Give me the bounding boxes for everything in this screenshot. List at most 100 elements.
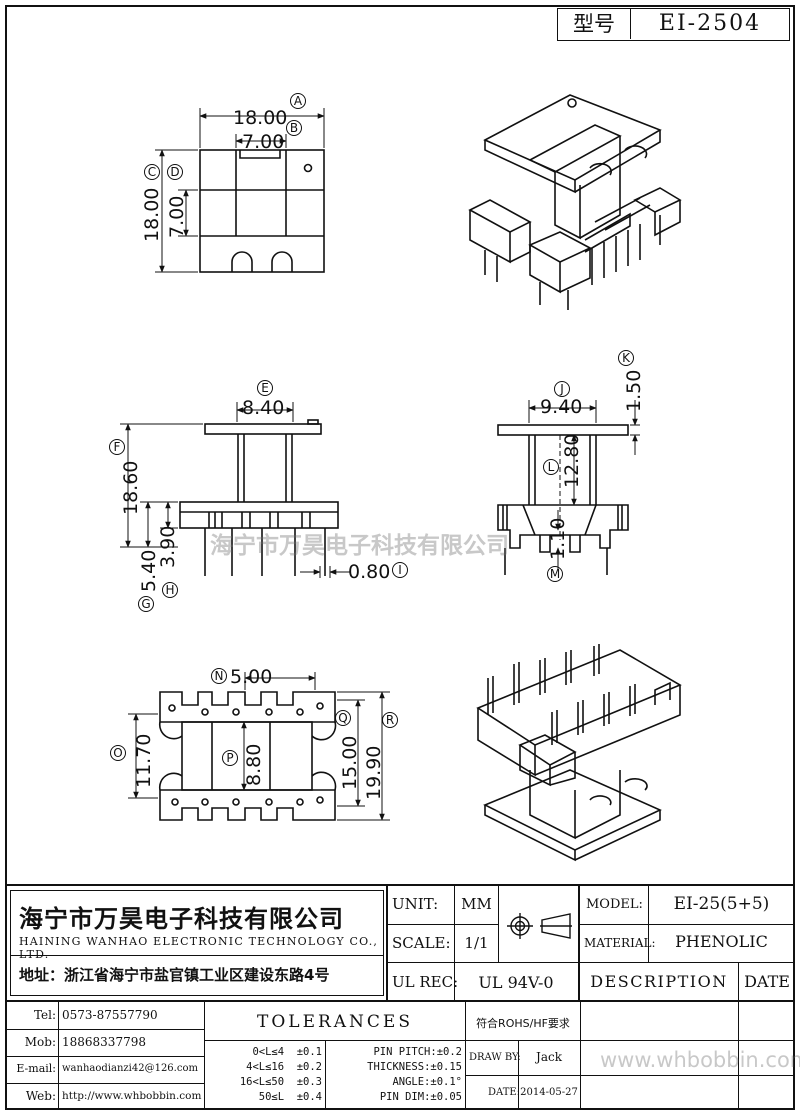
- tol-row-2: 4<L≤16 ±0.2: [246, 1061, 322, 1073]
- dim-h: 3.90: [157, 526, 179, 568]
- svg-text:A: A: [294, 94, 303, 108]
- svg-text:N: N: [215, 669, 224, 683]
- front-view-outline: [179, 419, 339, 576]
- svg-text:B: B: [290, 121, 298, 135]
- contact-tel-label: Tel:: [33, 1008, 56, 1022]
- company-box: 海宁市万昊电子科技有限公司 HAINING WANHAO ELECTRONIC …: [10, 890, 384, 996]
- tol-row-3: 16<L≤50 ±0.3: [239, 1076, 322, 1088]
- dim-p: 8.80: [243, 744, 265, 786]
- svg-text:I: I: [398, 563, 402, 577]
- tag-p: P: [222, 750, 238, 766]
- tb-top-border: [5, 884, 795, 886]
- scale-value: 1/1: [464, 934, 489, 952]
- dim-g: 5.40: [138, 550, 160, 592]
- tag-d: D: [167, 164, 183, 180]
- technical-drawing: 18.00 7.00 18.00 7.00 8.40 18.60 5.40 3.…: [109, 93, 682, 862]
- tag-l: L: [543, 459, 559, 475]
- tag-g: G: [138, 596, 154, 612]
- svg-text:K: K: [622, 351, 631, 365]
- iso-view-bottom: [476, 644, 682, 862]
- tag-o: O: [110, 745, 126, 761]
- unit-label: UNIT:: [392, 895, 439, 913]
- tol-spec-1: PIN PITCH:±0.2: [373, 1046, 462, 1058]
- dim-n: 5.00: [230, 666, 272, 688]
- tag-e: E: [257, 380, 273, 396]
- tag-r: R: [382, 712, 398, 728]
- tolerances-title: TOLERANCES: [257, 1012, 413, 1032]
- dim-c: 18.00: [141, 188, 163, 242]
- tag-j: J: [554, 381, 570, 397]
- tol-row-4: 50≤L ±0.4: [258, 1091, 322, 1103]
- company-name-en: HAINING WANHAO ELECTRONIC TECHNOLOGY CO.…: [19, 935, 379, 961]
- svg-text:J: J: [559, 382, 564, 396]
- side-view-outline: [497, 424, 629, 575]
- tag-n: N: [211, 668, 227, 684]
- svg-text:H: H: [165, 583, 174, 597]
- dim-o: 11.70: [133, 734, 155, 788]
- draw-by-label: DRAW BY:: [469, 1052, 521, 1063]
- contact-tel-value: 0573-87557790: [62, 1008, 158, 1022]
- tag-c: C: [144, 164, 160, 180]
- model-value: EI-25(5+5): [673, 894, 770, 914]
- svg-text:C: C: [148, 165, 156, 179]
- top-view-outline: [199, 149, 325, 273]
- contact-mob-value: 18868337798: [62, 1035, 146, 1049]
- svg-text:Q: Q: [338, 711, 347, 725]
- svg-text:G: G: [141, 597, 150, 611]
- description-header: DESCRIPTION: [590, 972, 728, 991]
- svg-text:E: E: [261, 381, 269, 395]
- dim-a: 18.00: [233, 107, 287, 129]
- rohs-compliance: 符合ROHS/HF要求: [476, 1017, 570, 1030]
- tol-spec-3: ANGLE:±0.1°: [392, 1076, 462, 1088]
- dim-r: 19.90: [363, 746, 385, 800]
- drawing-frame: [5, 5, 795, 1110]
- company-name-cn: 海宁市万昊电子科技有限公司: [19, 905, 344, 933]
- date-value: 2014-05-27: [520, 1087, 578, 1098]
- model-label: MODEL:: [586, 897, 643, 912]
- svg-text:L: L: [548, 460, 555, 474]
- svg-text:D: D: [170, 165, 179, 179]
- dim-f: 18.60: [120, 461, 142, 515]
- ulrec-value: UL 94V-0: [478, 973, 554, 992]
- unit-value: MM: [461, 895, 492, 913]
- iso-view-top: [468, 94, 682, 310]
- svg-text:M: M: [550, 567, 560, 581]
- draw-by-value: Jack: [536, 1050, 562, 1064]
- contact-web-value: http://www.whbobbin.com: [62, 1090, 202, 1102]
- tol-row-1: 0<L≤4 ±0.1: [252, 1046, 322, 1058]
- tol-spec-4: PIN DIM:±0.05: [379, 1091, 462, 1103]
- contact-mob-label: Mob:: [24, 1035, 56, 1049]
- dim-j: 9.40: [540, 396, 582, 418]
- ulrec-label: UL REC:: [392, 973, 459, 991]
- tag-i: I: [392, 562, 408, 578]
- svg-text:R: R: [386, 713, 394, 727]
- projection-symbol-icon: [507, 913, 572, 939]
- tol-spec-2: THICKNESS:±0.15: [367, 1061, 462, 1073]
- company-divider: [11, 955, 383, 956]
- tag-a: A: [290, 93, 306, 109]
- tag-f: F: [109, 439, 125, 455]
- header-model-label: 型号: [558, 9, 631, 39]
- date-header: DATE: [744, 972, 790, 991]
- dim-m: 1.10: [547, 518, 569, 560]
- tag-b: B: [286, 120, 302, 136]
- tag-m: M: [547, 566, 563, 582]
- tag-q: Q: [335, 710, 351, 726]
- dim-b: 7.00: [242, 131, 284, 153]
- date-label: DATE:: [488, 1087, 521, 1098]
- dim-i: 0.80: [348, 561, 390, 583]
- dim-d: 7.00: [166, 196, 188, 238]
- company-address: 地址：浙江省海宁市盐官镇工业区建设东路4号: [19, 966, 330, 984]
- svg-text:P: P: [226, 751, 233, 765]
- bottom-view-outline: [158, 691, 337, 821]
- svg-text:O: O: [113, 746, 122, 760]
- tag-h: H: [162, 582, 178, 598]
- contact-email-label: E-mail:: [16, 1062, 56, 1075]
- contact-web-label: Web:: [25, 1089, 56, 1103]
- contact-email-value: wanhaodianzi42@126.com: [62, 1063, 198, 1074]
- dim-k: 1.50: [623, 370, 645, 412]
- dim-l: 12.80: [561, 434, 583, 488]
- header-model-box: 型号 EI-2504: [557, 8, 790, 41]
- watermark-url: www.whbobbin.com: [600, 1048, 800, 1072]
- scale-label: SCALE:: [392, 934, 451, 952]
